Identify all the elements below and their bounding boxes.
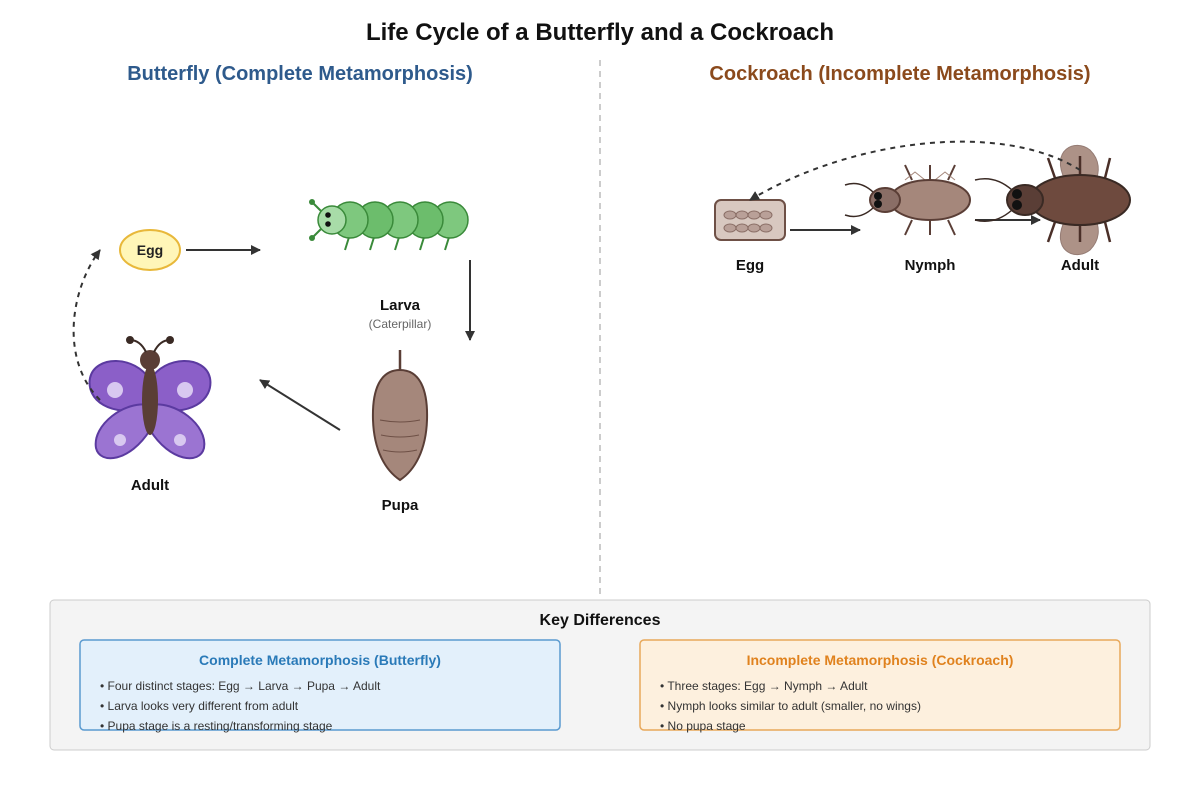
complete-box-title: Complete Metamorphosis (Butterfly) <box>199 652 441 668</box>
butterfly-adult-label: Adult <box>131 477 169 494</box>
incomplete-bullet: • No pupa stage <box>660 719 746 733</box>
pupa-icon <box>371 350 429 482</box>
cockroach-egg-label: Egg <box>736 257 764 274</box>
caterpillar-icon <box>309 199 469 251</box>
cockroach-icon <box>974 144 1131 256</box>
incomplete-bullet: • Nymph looks similar to adult (smaller,… <box>660 699 921 713</box>
cockroach-heading: Cockroach (Incomplete Metamorphosis) <box>709 63 1090 85</box>
complete-metamorphosis-box <box>79 639 561 731</box>
larva-label: Larva <box>380 297 421 314</box>
key-differences-heading: Key Differences <box>540 612 661 629</box>
butterfly-icon <box>88 336 212 460</box>
diagram-title: Life Cycle of a Butterfly and a Cockroac… <box>366 19 834 46</box>
pupa-label: Pupa <box>382 497 419 514</box>
arrow-cockroach-adult-to-egg <box>749 140 1081 201</box>
nymph-label: Nymph <box>905 257 956 274</box>
incomplete-metamorphosis-box <box>639 639 1121 731</box>
butterfly-heading: Butterfly (Complete Metamorphosis) <box>127 63 473 85</box>
larva-sublabel: (Caterpillar) <box>369 317 432 331</box>
arrow-pupa-to-adult <box>259 379 341 431</box>
butterfly-egg: Egg <box>119 229 181 271</box>
ootheca-icon <box>714 199 786 241</box>
complete-bullet: • Larva looks very different from adult <box>100 699 299 713</box>
incomplete-box-title: Incomplete Metamorphosis (Cockroach) <box>747 652 1014 668</box>
cockroach-adult-label: Adult <box>1061 257 1099 274</box>
nymph-icon <box>844 164 971 236</box>
complete-bullet: • Four distinct stages: Egg → Larva → Pu… <box>100 679 381 693</box>
butterfly-egg-label: Egg <box>137 242 163 258</box>
arrow-adult-to-egg <box>72 249 101 401</box>
complete-bullet: • Pupa stage is a resting/transforming s… <box>100 719 333 733</box>
incomplete-bullet: • Three stages: Egg → Nymph → Adult <box>660 679 868 693</box>
